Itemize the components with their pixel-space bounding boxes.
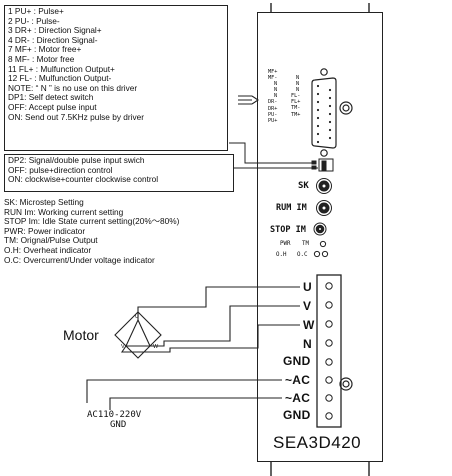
legend-oc: O.C: Overcurrent/Under voltage indicator [4,254,155,265]
pin-notes-box [4,5,228,151]
pin-label: DR+ [268,105,278,112]
dp1-on-line: ON: Send out 7.5KHz pulse by driver [8,111,145,122]
stop-im-label: STOP IM [270,225,306,235]
dp2-on-line: ON: clockwise+counter clockwise control [8,174,159,185]
legend-sk: SK: Microstep Setting [4,197,84,207]
db15-pins [316,84,332,144]
terminal-u: U [303,280,312,294]
pin-label: FL+ [291,99,301,106]
pin-note-line: 3 DR+ : Direction Signal+ [8,25,102,36]
dp2-notes-box [4,154,234,192]
pin-note-line: 11 FL+ : Mulfunction Output+ [8,63,115,74]
sk-knob [316,178,332,194]
pin-note-line: 4 DR- : Direction Signal- [8,34,98,45]
legend-pwr: PWR: Power indicator [4,225,86,236]
terminal-ac2: ~AC [285,391,311,405]
driver-body [257,12,383,462]
gnd-label: GND [110,420,127,430]
ac-supply-wires [86,379,282,410]
arrow-icon [238,95,259,105]
run-im-knob [316,200,332,216]
tm-label: TM [302,241,309,247]
note-line: NOTE: “ N ” is no use on this driver [8,82,138,93]
pin-label: N [296,81,300,88]
terminal-gnd2: GND [283,408,311,422]
pin-label: MF+ [268,69,278,75]
dp-leader-lines [229,142,318,169]
oh-label: O.H [276,252,287,258]
pin-label: TM+ [291,111,301,118]
screw-icon [339,101,353,391]
model-name: SEA3D420 [273,433,362,452]
pin-label: N [296,75,300,81]
pin-label: N [296,87,300,94]
pin-label: FL- [291,93,301,100]
pin-label: PU+ [268,117,278,124]
legend-tm: TM: Orignal/Pulse Output [4,235,98,246]
terminal-gnd: GND [283,354,311,368]
pin-label: DR- [268,99,278,106]
motor-label: Motor [63,327,99,343]
terminal-w: W [303,318,315,332]
pwr-label: PWR [280,241,291,247]
db15-connector [311,68,337,157]
legend-oh: O.H: Overheat indicator [4,244,92,255]
pin-label: PU- [268,111,278,118]
indicator-leds [313,240,329,258]
motor-v-label: V [121,344,125,350]
motor-wires [120,286,300,353]
motor-w-label: W [153,344,159,350]
terminal-v: V [303,299,312,313]
pin-note-line: 12 FL- : Mulfunction Output- [8,73,112,84]
connector-pins-right: N N N FL- FL+ TM- TM+ [291,75,300,118]
pin-notes: 1 PU+ : Pulse+ 2 PU- : Pulse- 3 DR+ : Di… [8,6,145,122]
legend-stop: STOP Im: Idle State current setting(20%～… [4,216,180,227]
motor-u-label: U [135,314,139,320]
pin-label: N [274,93,278,100]
legend: SK: Microstep Setting RUN Im: Working cu… [4,197,180,265]
legend-run: RUN Im: Working current setting [4,206,124,217]
pin-note-line: 7 MF+ : Motor free+ [8,44,82,55]
stop-im-knob [313,222,327,236]
motor-symbol [114,311,162,359]
pin-label: N [274,81,278,88]
pin-note-line: 8 MF- : Motor free [8,53,75,64]
connector-pins-left: MF+ MF- N N N DR- DR+ PU- PU+ [268,69,277,124]
ac-voltage-label: AC110-220V [87,410,142,420]
dp1-line: DP1: Self detect switch [8,92,94,103]
pin-label: TM- [291,105,301,112]
sk-label: SK [298,181,309,191]
terminal-block [316,274,342,428]
dp1-off-line: OFF: Accept pulse input [8,101,97,112]
terminal-screws [325,282,333,420]
dip-switch [311,158,334,172]
dp2-off-line: OFF: pulse+direction control [8,164,113,175]
pin-note-line: 1 PU+ : Pulse+ [8,6,64,16]
terminal-n: N [303,337,312,351]
run-im-label: RUM IM [276,203,307,213]
pin-label: MF- [268,75,278,82]
dp2-notes: DP2: Signal/double pulse input swich OFF… [8,155,159,185]
dp2-line: DP2: Signal/double pulse input swich [8,155,145,165]
oc-label: O.C [297,252,308,258]
pin-note-line: 2 PU- : Pulse- [8,15,60,26]
mounting-tabs [270,3,370,476]
terminal-ac1: ~AC [285,373,311,387]
pin-label: N [274,87,278,94]
